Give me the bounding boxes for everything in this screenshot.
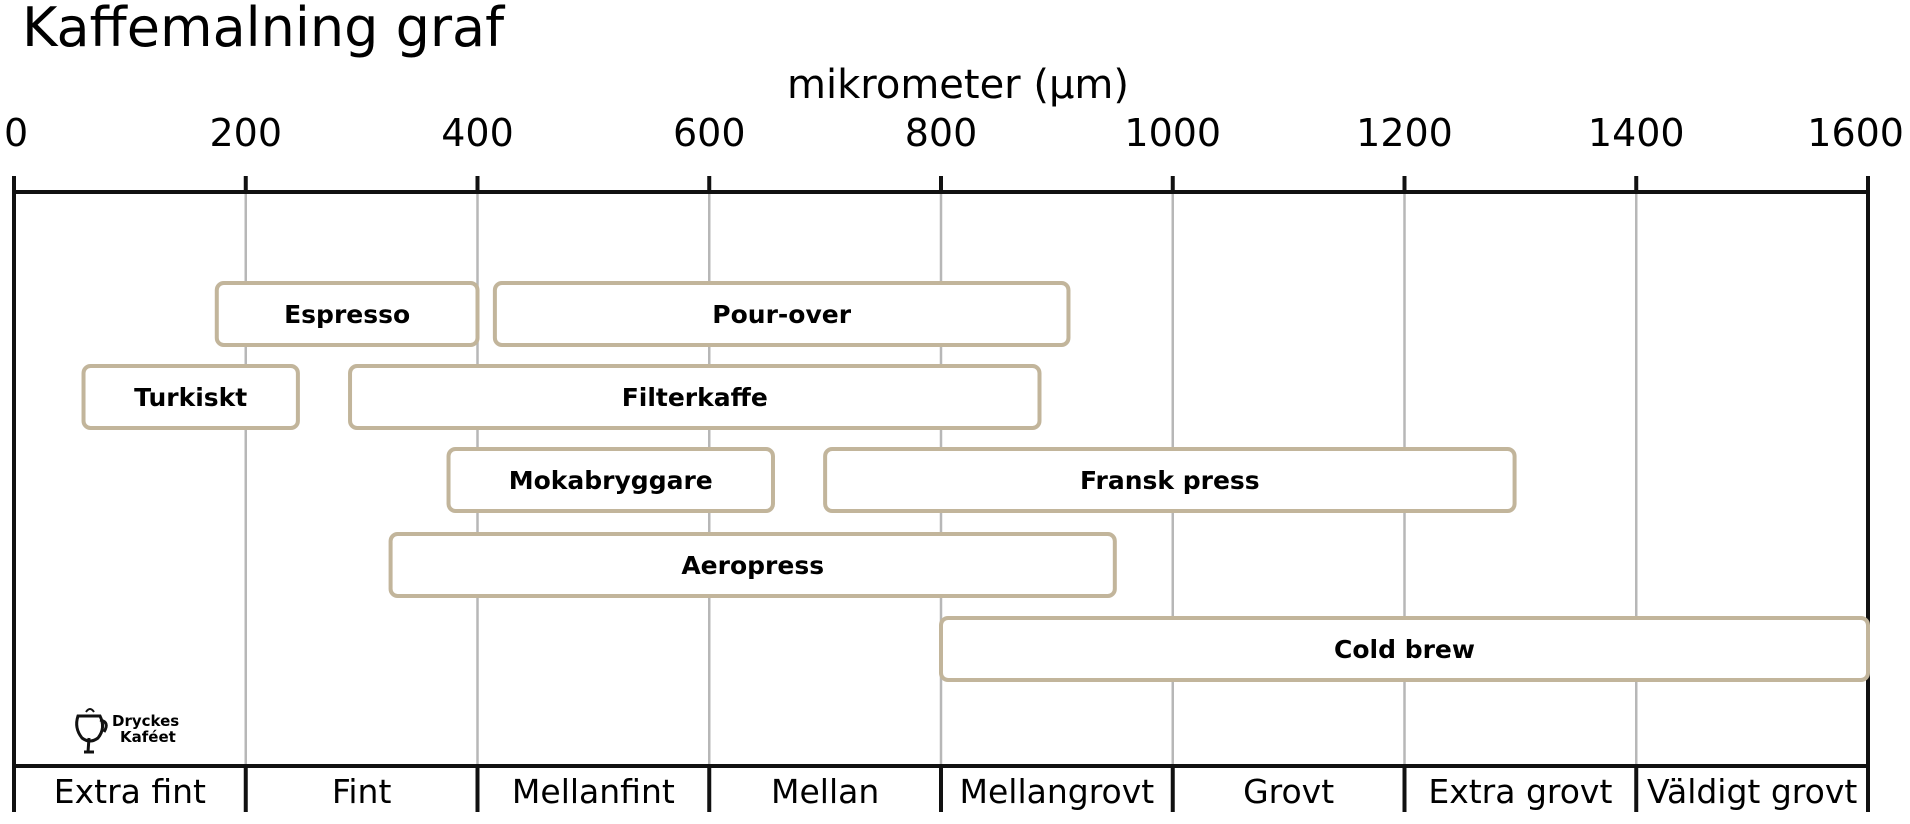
logo-text-line2: Kaféet	[120, 728, 176, 746]
grind-scale: Extra fint Fint Mellanfint Mellan Mellangrov…	[54, 766, 1857, 812]
method-label: Cold brew	[1334, 635, 1475, 664]
method-bar	[214, 281, 480, 347]
grind-level-label: Fint	[332, 772, 392, 811]
method-bar	[823, 447, 1517, 513]
brand-logo: Dryckes Kaféet	[75, 708, 179, 754]
x-tick-label: 1400	[1588, 111, 1685, 155]
coffee-cup-icon	[75, 714, 108, 743]
chart-title: Kaffemalning graf	[22, 0, 506, 59]
x-axis-title: mikrometer (µm)	[787, 62, 1129, 108]
x-tick-label: 400	[441, 111, 514, 155]
method-bar	[81, 364, 300, 430]
x-tick-label: 200	[209, 111, 282, 155]
grind-level-label: Mellanfint	[512, 772, 675, 811]
x-tick-label: 0	[4, 111, 28, 155]
method-label: Filterkaffe	[622, 383, 768, 412]
method-label: Pour-over	[712, 300, 851, 329]
method-bar	[348, 364, 1042, 430]
x-axis-ticks: 0 200 400 600 800 1000 1200 1400 1600	[4, 111, 1904, 194]
method-bar	[446, 447, 775, 513]
grind-level-label: Väldigt grovt	[1647, 772, 1857, 811]
method-bar	[939, 616, 1870, 682]
method-label: Mokabryggare	[509, 466, 713, 495]
method-label: Aeropress	[681, 551, 824, 580]
x-tick-label: 600	[673, 111, 746, 155]
method-bar	[492, 281, 1071, 347]
x-tick-label: 1000	[1124, 111, 1221, 155]
x-tick-label: 1200	[1356, 111, 1453, 155]
method-label: Espresso	[284, 300, 410, 329]
grind-level-label: Grovt	[1243, 772, 1334, 811]
x-tick-label: 800	[905, 111, 978, 155]
x-tick-label: 1600	[1807, 111, 1904, 155]
grind-level-label: Mellangrovt	[960, 772, 1155, 811]
grind-level-label: Extra grovt	[1428, 772, 1612, 811]
method-label: Fransk press	[1080, 466, 1260, 495]
logo-text-line1: Dryckes	[112, 712, 179, 730]
grind-level-label: Extra fint	[54, 772, 206, 811]
grind-level-label: Mellan	[771, 772, 879, 811]
method-bar	[388, 532, 1117, 598]
method-label: Turkiskt	[134, 383, 247, 412]
